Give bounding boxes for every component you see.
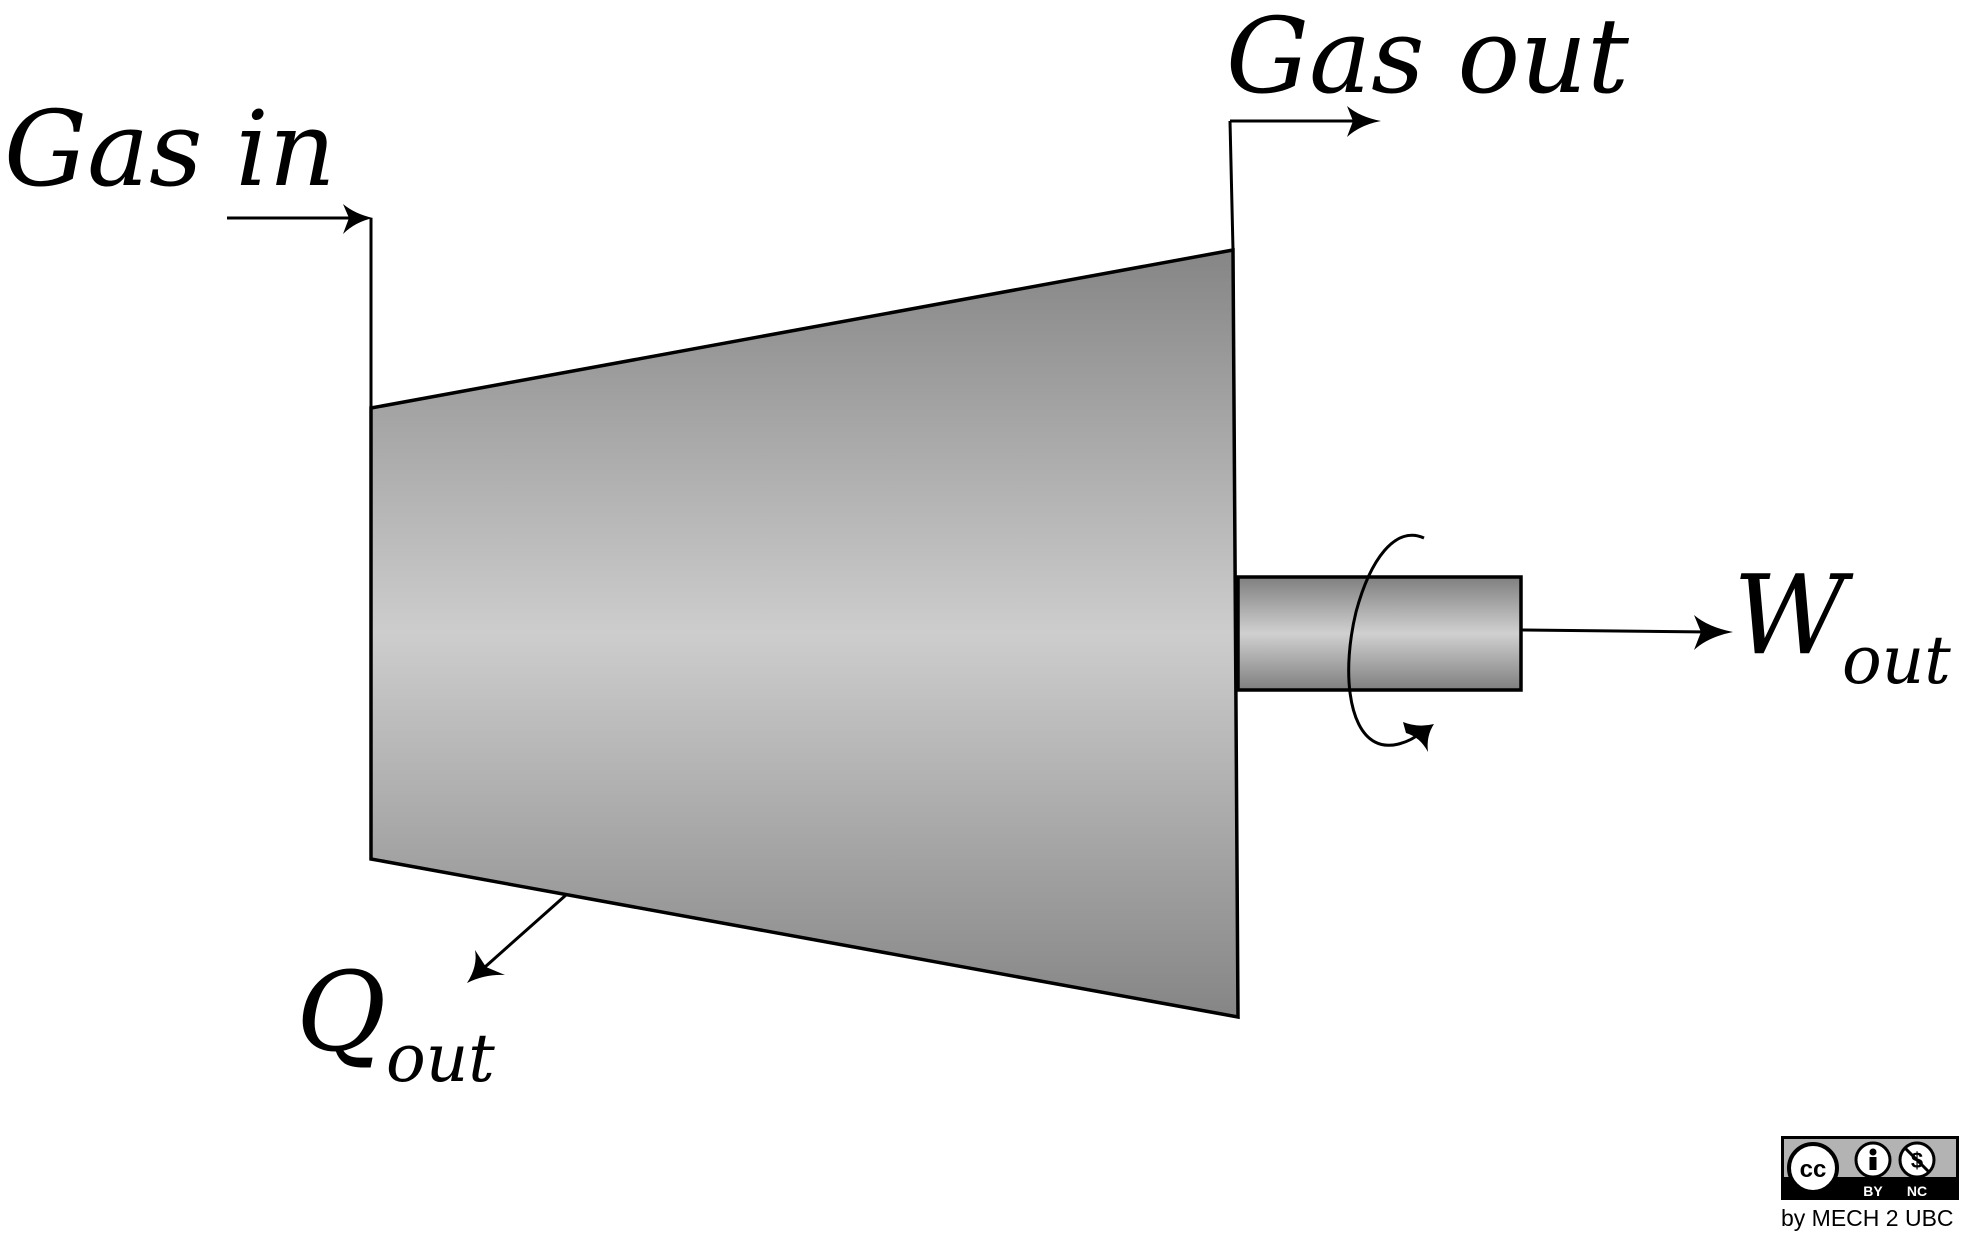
- work-out-arrow: [1520, 615, 1733, 650]
- turbine-body: [369, 247, 1240, 1020]
- gas-in-arrow: [227, 204, 373, 408]
- by-text: BY: [1863, 1183, 1883, 1199]
- heat-out-label: Q: [296, 948, 386, 1076]
- output-shaft: [1236, 575, 1523, 692]
- gas-out-label: Gas out: [1226, 0, 1629, 117]
- work-out-subscript: out: [1842, 622, 1951, 699]
- gas-out-arrow: [1228, 106, 1381, 251]
- work-out-label: W: [1733, 551, 1854, 679]
- nc-text: NC: [1907, 1183, 1927, 1199]
- gas-in-label: Gas in: [4, 88, 336, 210]
- heat-out-subscript: out: [386, 1020, 495, 1097]
- rotation-arrow-icon: [1347, 533, 1434, 752]
- license-badge: cc $ BY NC: [1781, 1136, 1959, 1200]
- credit-text: by MECH 2 UBC: [1781, 1205, 1954, 1231]
- cc-icon: [1787, 1142, 1839, 1194]
- cc-text: cc: [1800, 1156, 1827, 1183]
- heat-out-arrow: [467, 893, 567, 983]
